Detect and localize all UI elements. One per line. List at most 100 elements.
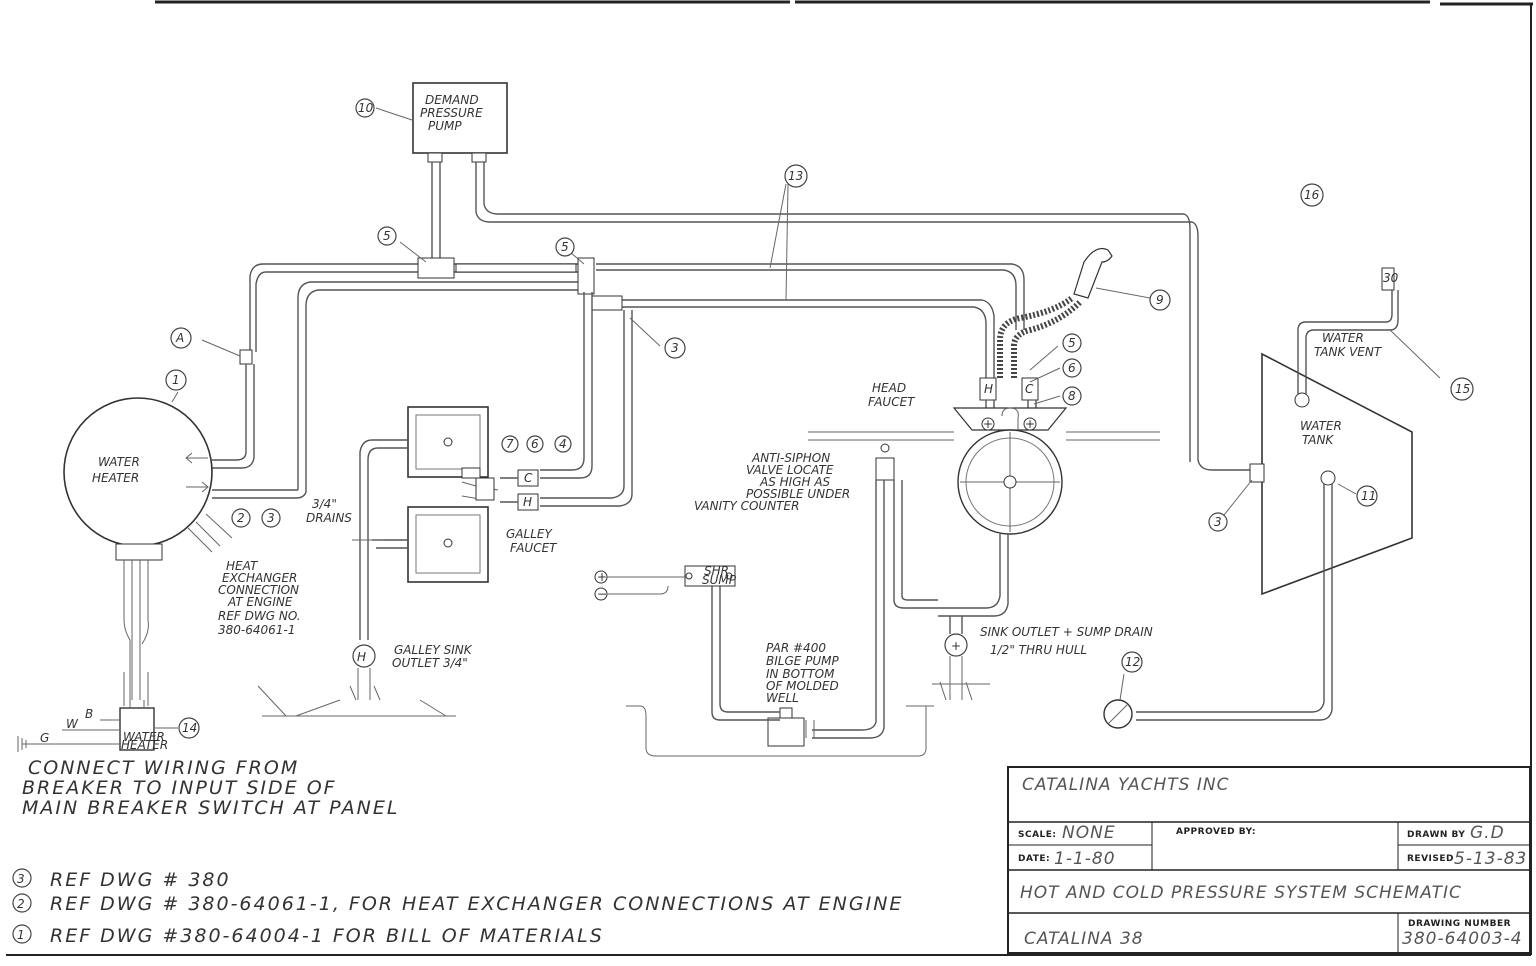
heater-hot-line xyxy=(212,364,247,461)
title-block: CATALINA YACHTS INC SCALE: NONE APPROVED… xyxy=(1007,766,1531,954)
svg-text:ANTI-SIPHON: ANTI-SIPHON xyxy=(751,451,830,465)
svg-text:HOT AND COLD PRESSURE SYSTEM S: HOT AND COLD PRESSURE SYSTEM SCHEMATIC xyxy=(1020,883,1462,903)
svg-text:HEATER: HEATER xyxy=(121,738,168,752)
svg-text:WATER: WATER xyxy=(123,730,165,744)
svg-text:PUMP: PUMP xyxy=(428,119,462,133)
galley-sink-outlet: H xyxy=(257,644,456,717)
svg-text:WATER: WATER xyxy=(1322,331,1364,345)
svg-text:HEATER: HEATER xyxy=(92,471,139,485)
svg-text:REF DWG NO.: REF DWG NO. xyxy=(218,609,301,623)
svg-text:3: 3 xyxy=(267,511,275,525)
svg-text:CONNECT WIRING FROM: CONNECT WIRING FROM xyxy=(28,757,299,779)
svg-text:CONNECTION: CONNECTION xyxy=(218,583,299,597)
svg-text:G.D: G.D xyxy=(1470,823,1505,843)
svg-text:WATER: WATER xyxy=(98,455,140,469)
svg-text:4: 4 xyxy=(559,437,567,451)
svg-text:CATALINA YACHTS INC: CATALINA YACHTS INC xyxy=(1022,775,1229,795)
svg-text:1: 1 xyxy=(17,928,25,942)
svg-text:SHR: SHR xyxy=(704,564,729,578)
svg-text:2: 2 xyxy=(17,897,25,911)
svg-text:SUMP: SUMP xyxy=(702,573,737,587)
svg-text:B: B xyxy=(85,707,93,721)
svg-text:5: 5 xyxy=(561,240,569,254)
svg-text:CATALINA 38: CATALINA 38 xyxy=(1024,929,1144,949)
svg-text:GALLEY: GALLEY xyxy=(506,527,553,541)
svg-text:FAUCET: FAUCET xyxy=(510,541,558,555)
sink-outlet-thru-hull: + xyxy=(932,616,990,701)
svg-text:5-13-83: 5-13-83 xyxy=(1454,849,1527,869)
svg-text:15: 15 xyxy=(1455,382,1470,396)
svg-text:10: 10 xyxy=(358,101,374,115)
anti-siphon-valve xyxy=(812,443,938,739)
svg-text:16: 16 xyxy=(1304,188,1320,202)
svg-text:+: + xyxy=(951,639,961,653)
manifold-pipes xyxy=(249,257,1025,507)
heater-breaker: WATER HEATER B W G xyxy=(17,672,178,752)
svg-text:BREAKER TO INPUT SIDE OF: BREAKER TO INPUT SIDE OF xyxy=(22,777,337,799)
svg-text:VANITY COUNTER: VANITY COUNTER xyxy=(694,499,799,513)
svg-text:G: G xyxy=(40,731,49,745)
svg-text:SCALE:: SCALE: xyxy=(1018,830,1057,840)
svg-text:9: 9 xyxy=(1156,293,1164,307)
bilge-pump-well xyxy=(626,578,934,757)
svg-text:REF DWG #380-64004-1 FOR BILL: REF DWG #380-64004-1 FOR BILL OF MATERIA… xyxy=(50,925,604,947)
svg-text:1-1-80: 1-1-80 xyxy=(1054,849,1116,869)
svg-text:REF DWG # 380: REF DWG # 380 xyxy=(50,869,231,891)
reference-notes: 3 REF DWG # 380 2 REF DWG # 380-64061-1,… xyxy=(12,868,903,947)
svg-text:SINK OUTLET + SUMP DRAIN: SINK OUTLET + SUMP DRAIN xyxy=(980,625,1153,639)
svg-text:APPROVED BY:: APPROVED BY: xyxy=(1176,827,1256,837)
callouts: 10 5 5 13 16 A 1 2 3 3 9 5 6 8 7 6 4 15 … xyxy=(165,98,1474,739)
svg-text:DRAWING NUMBER: DRAWING NUMBER xyxy=(1408,919,1511,929)
shower-sump: SHR SUMP + − xyxy=(594,564,737,601)
svg-text:PRESSURE: PRESSURE xyxy=(420,106,483,120)
svg-text:30: 30 xyxy=(1383,271,1399,285)
svg-text:6: 6 xyxy=(1068,361,1076,375)
svg-text:EXCHANGER: EXCHANGER xyxy=(222,571,297,585)
seacock xyxy=(1103,699,1133,729)
svg-text:H: H xyxy=(357,650,366,664)
svg-text:DRAINS: DRAINS xyxy=(306,511,352,525)
svg-text:AT ENGINE: AT ENGINE xyxy=(227,595,293,609)
heater-cold-line-2 xyxy=(212,490,307,499)
svg-text:FAUCET: FAUCET xyxy=(868,395,916,409)
svg-text:DEMAND: DEMAND xyxy=(425,93,479,107)
svg-text:3: 3 xyxy=(1214,515,1222,529)
svg-text:OUTLET 3/4": OUTLET 3/4" xyxy=(392,656,468,670)
head-sink-bowl xyxy=(808,429,1160,617)
svg-text:14: 14 xyxy=(182,721,197,735)
svg-text:380-64003-4: 380-64003-4 xyxy=(1402,929,1523,949)
svg-text:MAIN BREAKER SWITCH AT PANEL: MAIN BREAKER SWITCH AT PANEL xyxy=(22,797,399,819)
svg-text:REF DWG # 380-64061-1, FOR HEA: REF DWG # 380-64061-1, FOR HEAT EXCHANGE… xyxy=(50,893,903,915)
svg-text:H: H xyxy=(523,495,532,509)
svg-text:−: − xyxy=(597,587,607,601)
svg-text:WELL: WELL xyxy=(766,691,799,705)
svg-text:OF MOLDED: OF MOLDED xyxy=(766,679,839,693)
head-faucet: H C + + xyxy=(952,377,1068,432)
svg-text:3: 3 xyxy=(671,341,679,355)
svg-text:DATE:: DATE: xyxy=(1018,854,1050,864)
svg-text:3/4": 3/4" xyxy=(312,497,337,511)
svg-text:2: 2 xyxy=(237,511,245,525)
svg-text:TANK VENT: TANK VENT xyxy=(1314,345,1383,359)
svg-text:3: 3 xyxy=(17,872,25,886)
callout-bubbles xyxy=(154,107,1441,729)
svg-text:PAR #400: PAR #400 xyxy=(766,641,826,655)
galley-sinks: C H xyxy=(352,406,539,640)
svg-text:VALVE LOCATE: VALVE LOCATE xyxy=(746,463,834,477)
svg-text:6: 6 xyxy=(531,437,539,451)
svg-text:NONE: NONE xyxy=(1062,823,1116,843)
shower-hose xyxy=(997,247,1113,378)
svg-text:DRAWN BY: DRAWN BY xyxy=(1407,830,1465,840)
svg-text:+: + xyxy=(983,417,993,431)
svg-text:HEAT: HEAT xyxy=(226,559,259,573)
tee-fitting-a xyxy=(239,349,253,365)
svg-text:BILGE PUMP: BILGE PUMP xyxy=(766,654,840,668)
svg-text:IN BOTTOM: IN BOTTOM xyxy=(766,667,835,681)
demand-pressure-pump: DEMAND PRESSURE PUMP xyxy=(412,82,508,163)
svg-text:AS HIGH AS: AS HIGH AS xyxy=(759,475,831,489)
svg-text:H: H xyxy=(984,382,993,396)
wiring-note: CONNECT WIRING FROM BREAKER TO INPUT SID… xyxy=(22,757,399,819)
svg-text:POSSIBLE UNDER: POSSIBLE UNDER xyxy=(746,487,850,501)
svg-text:C: C xyxy=(1025,382,1034,396)
